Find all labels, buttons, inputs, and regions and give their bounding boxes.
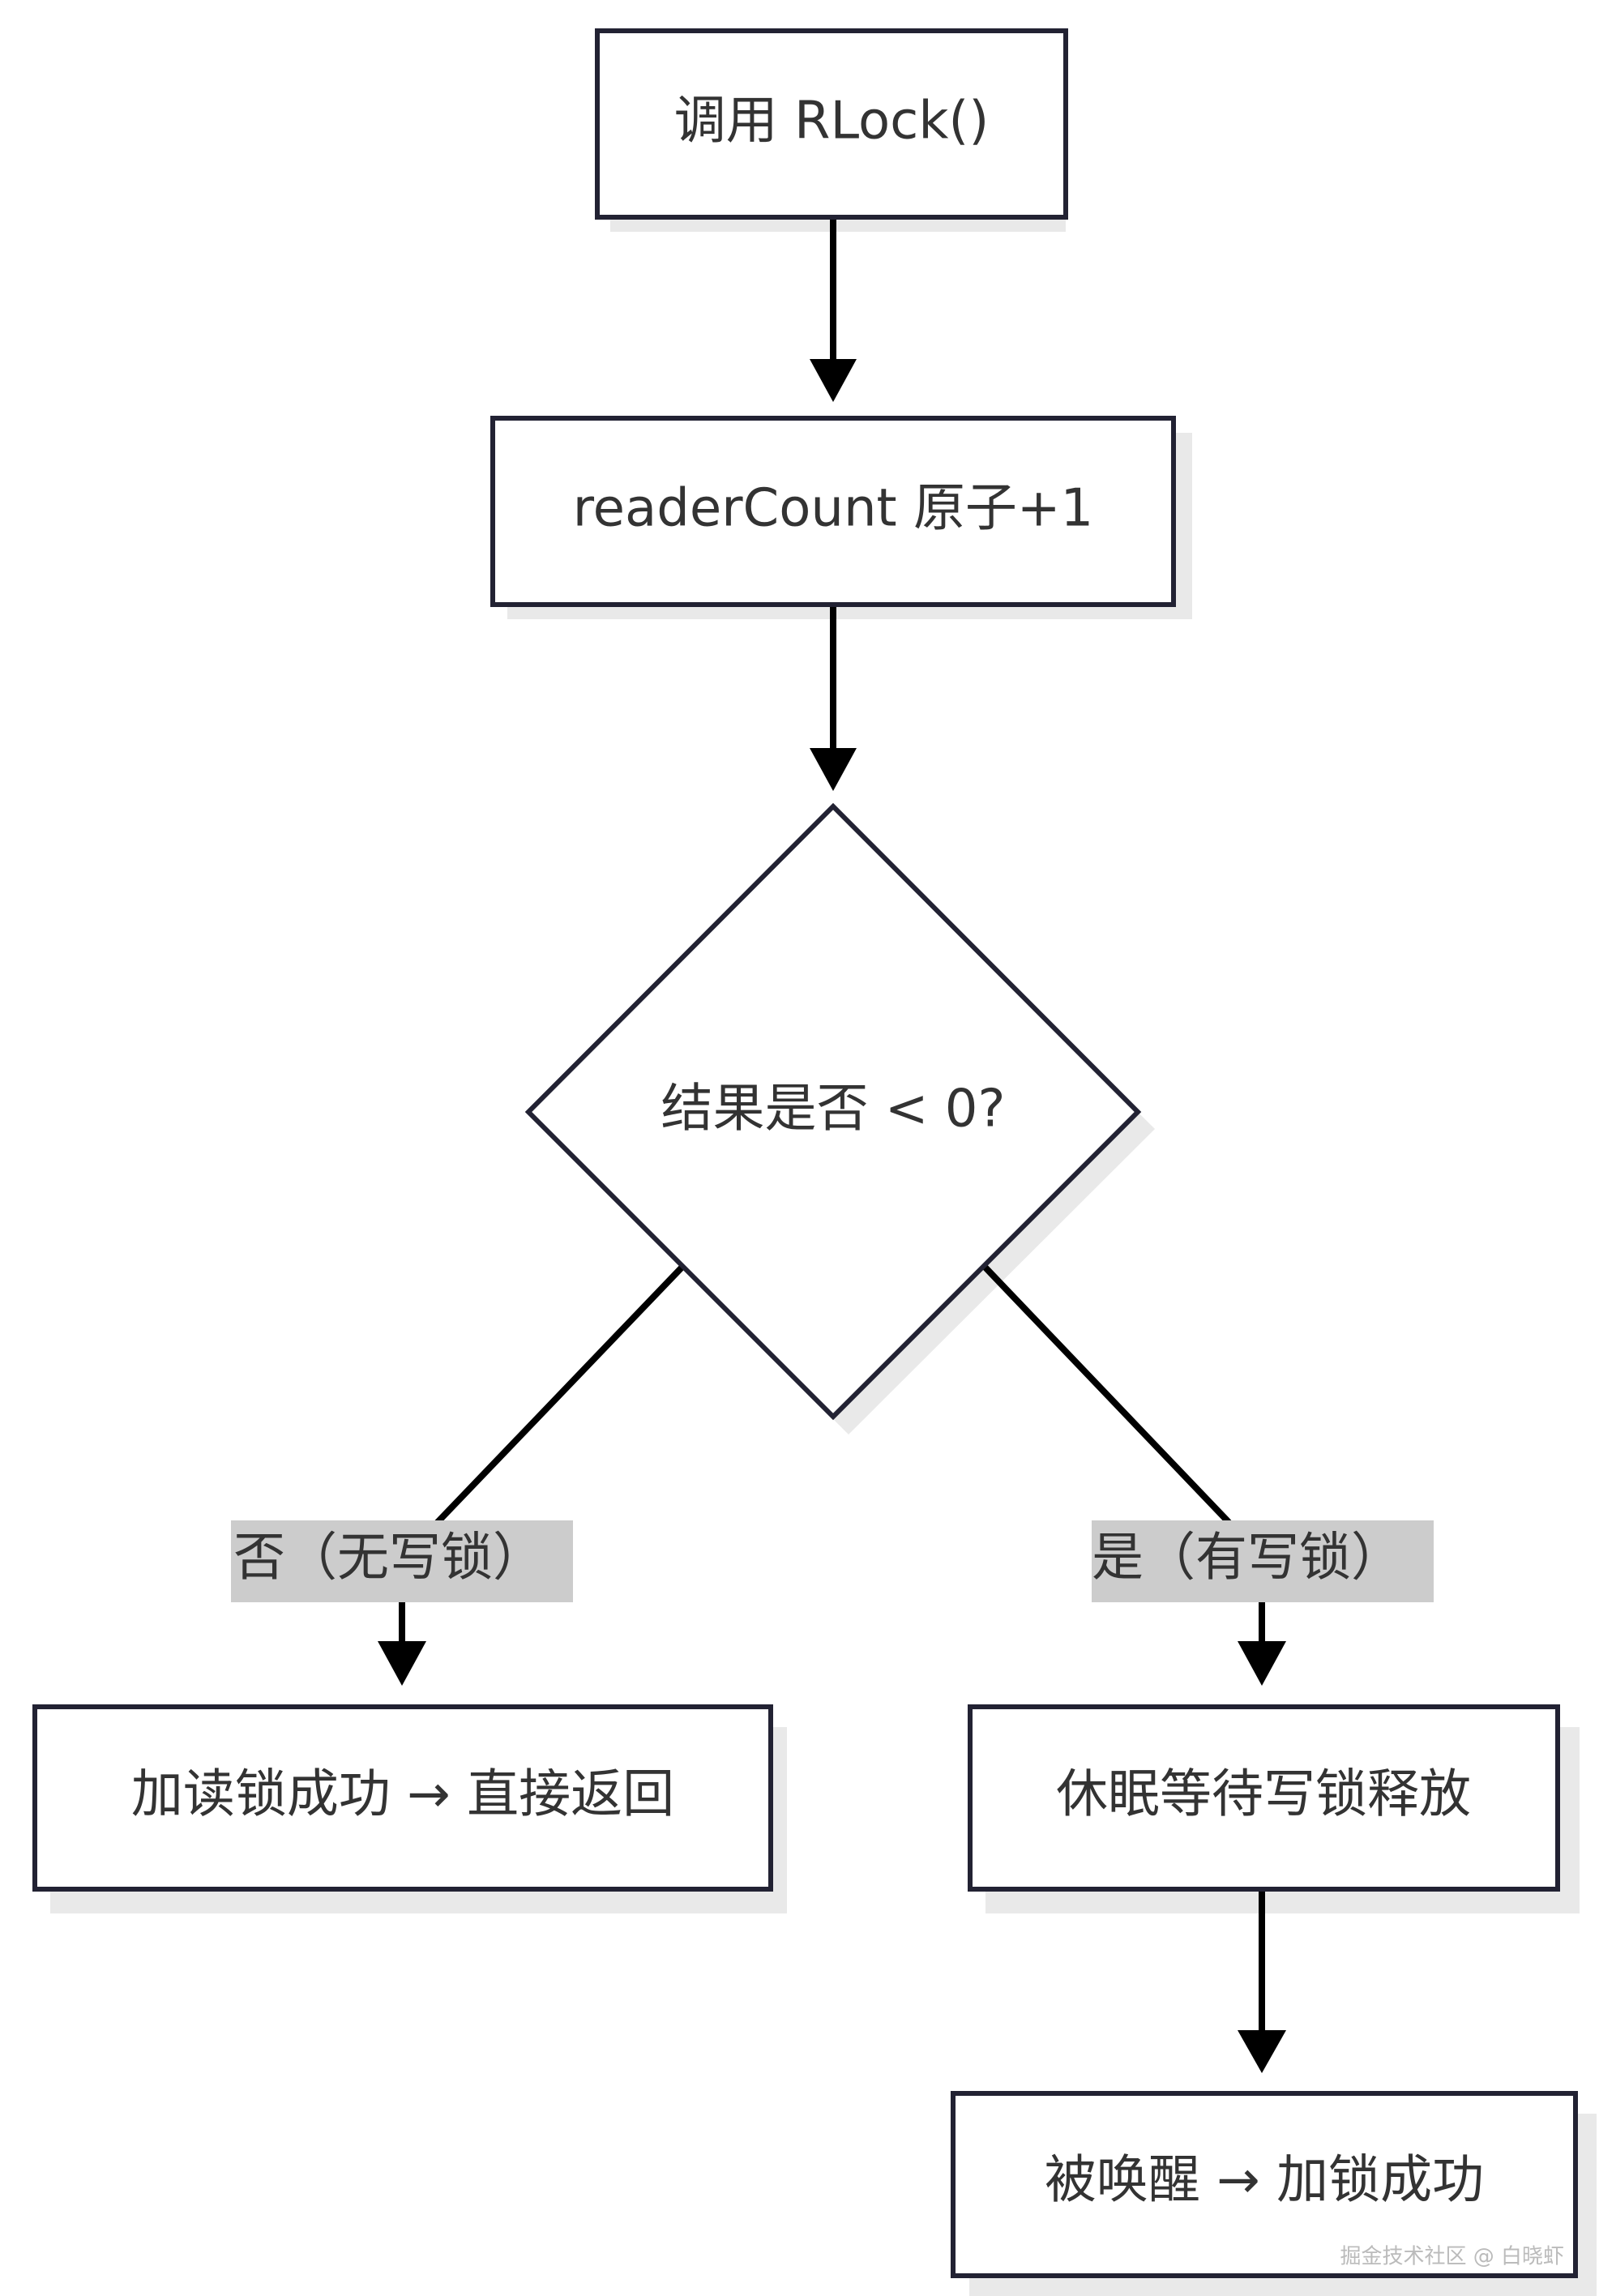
node-call-rlock-label: 调用 RLock() <box>674 92 990 152</box>
node-call-rlock <box>595 28 1068 220</box>
arrowhead-3 <box>378 1641 426 1686</box>
edge-label-yes-bg <box>1092 1520 1434 1602</box>
arrowhead-4 <box>1238 1641 1286 1686</box>
watermark: 掘金技术社区 @ 白晓虾 <box>1340 2245 1564 2269</box>
node-woken-locked-label: 被唤醒 → 加锁成功 <box>1045 2151 1484 2211</box>
arrowhead-5 <box>1238 2030 1286 2073</box>
edge-label-yes: 是（有写锁） <box>1092 1529 1403 1588</box>
edge-label-no-bg <box>231 1520 573 1602</box>
arrowhead-1 <box>810 359 857 402</box>
node-reader-count <box>490 416 1176 607</box>
node-sleep-wait <box>968 1704 1560 1892</box>
node-read-lock-success <box>32 1704 773 1892</box>
edge-label-no: 否（无写锁） <box>233 1529 545 1588</box>
arrowhead-2 <box>810 748 857 791</box>
node-woken-locked <box>951 2091 1578 2278</box>
node-sleep-wait-label: 休眠等待写锁释放 <box>1056 1765 1471 1825</box>
node-read-lock-success-label: 加读锁成功 → 直接返回 <box>131 1765 674 1825</box>
node-check-negative-label: 结果是否 < 0? <box>661 1080 1006 1139</box>
node-reader-count-label: readerCount 原子+1 <box>573 479 1094 539</box>
nodes <box>32 28 1578 2278</box>
node-check-negative <box>524 802 1142 1421</box>
